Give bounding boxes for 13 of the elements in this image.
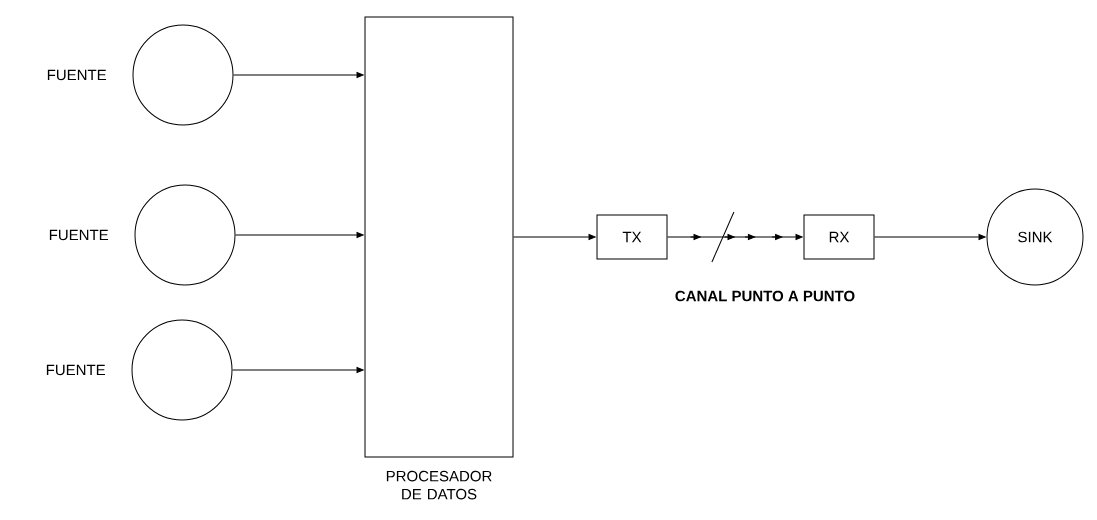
arrow	[874, 234, 986, 240]
block-box: TX	[596, 214, 668, 260]
arrow	[233, 72, 364, 78]
source-label: FUENTE	[49, 229, 109, 241]
channel-label: CANAL PUNTO A PUNTO	[675, 290, 855, 302]
source-label: FUENTE	[46, 364, 106, 376]
box-caption: PROCESADOR DE DATOS	[386, 470, 492, 500]
arrow	[513, 234, 596, 240]
arrow	[232, 367, 364, 373]
arrow	[235, 232, 364, 238]
arrow	[667, 211, 803, 263]
source-label: FUENTE	[47, 69, 107, 81]
block-box: RX	[803, 214, 875, 260]
